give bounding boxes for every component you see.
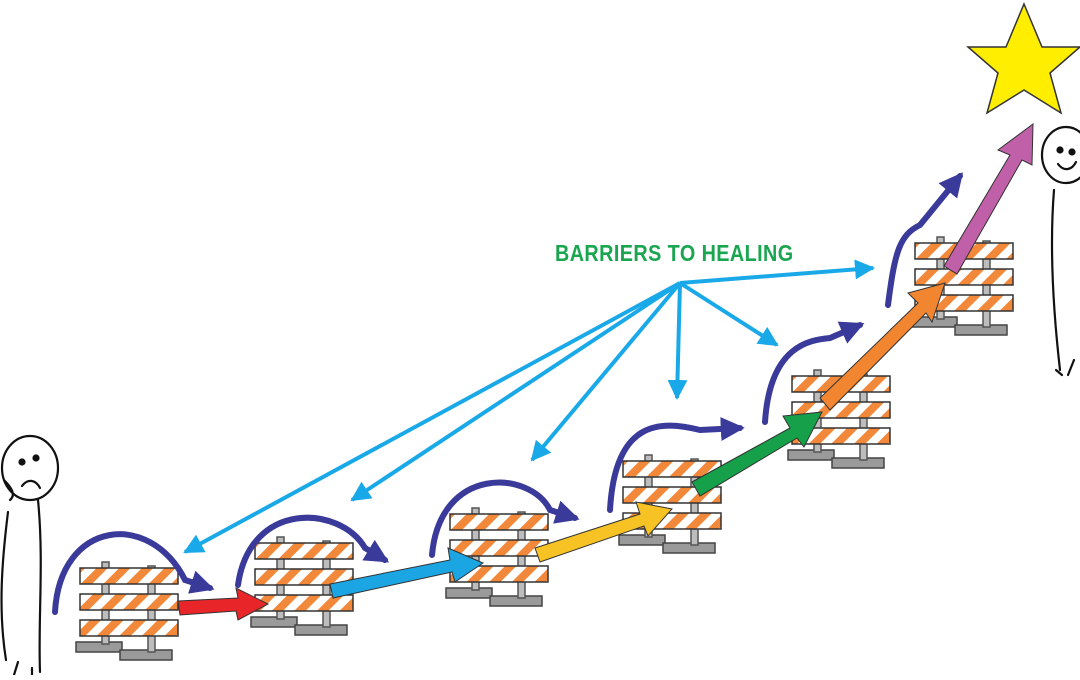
hop-arrow-1 [52,531,215,615]
pointer-arrow-5 [678,281,779,347]
hop-arrow-2 [235,514,390,588]
barricade-1 [75,561,179,661]
hop-arrows [52,172,964,615]
hop-arrow-3 [429,479,580,558]
progress-arrow-yellow [534,501,673,563]
hop-arrow-5 [762,321,865,425]
pointer-arrows [183,259,875,554]
progress-arrow-red [177,587,270,621]
barricade-4 [618,454,722,554]
progress-arrow-blue [329,547,485,599]
pointer-arrow-4 [667,282,688,400]
happy-head [1040,125,1080,185]
diagram-title: BARRIERS TO HEALING [555,240,794,266]
pointer-arrow-1 [183,281,681,554]
pointer-arrow-3 [530,281,682,462]
pointer-arrow-2 [350,281,682,502]
progress-arrow-orange [819,282,946,411]
sad-stick-figure [0,434,60,677]
progress-arrows [177,122,1034,621]
hop-arrow-6 [885,172,964,308]
hop-arrow-4 [607,416,745,513]
progress-arrow-purple [943,122,1034,275]
progress-arrow-green [691,411,823,497]
sad-head [0,434,60,502]
happy-stick-figure [1040,125,1080,377]
star-icon [965,2,1080,115]
pointer-arrow-6 [679,259,875,285]
